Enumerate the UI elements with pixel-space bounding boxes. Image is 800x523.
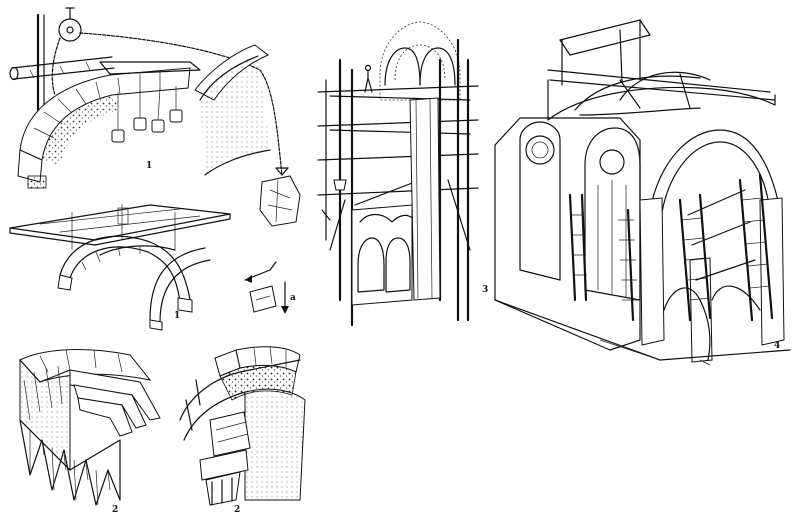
- panel-3: 3: [317, 21, 488, 327]
- axis-label: a: [290, 293, 296, 303]
- panel-label: 1: [174, 311, 180, 321]
- panel-4: 4: [494, 19, 791, 366]
- panel-2a: 2: [19, 349, 161, 515]
- axis-marker: a: [244, 261, 296, 314]
- pulley-icon: [58, 7, 82, 42]
- panel-1a: 1: [9, 7, 301, 227]
- panel-label: 3: [482, 285, 488, 295]
- panel-1b: 1: [9, 204, 231, 331]
- panel-label: 2: [234, 505, 240, 515]
- panel-2b: 2: [179, 346, 306, 515]
- panel-label: 1: [146, 161, 152, 171]
- panel-label: 4: [774, 341, 780, 351]
- panel-label: 2: [112, 505, 118, 515]
